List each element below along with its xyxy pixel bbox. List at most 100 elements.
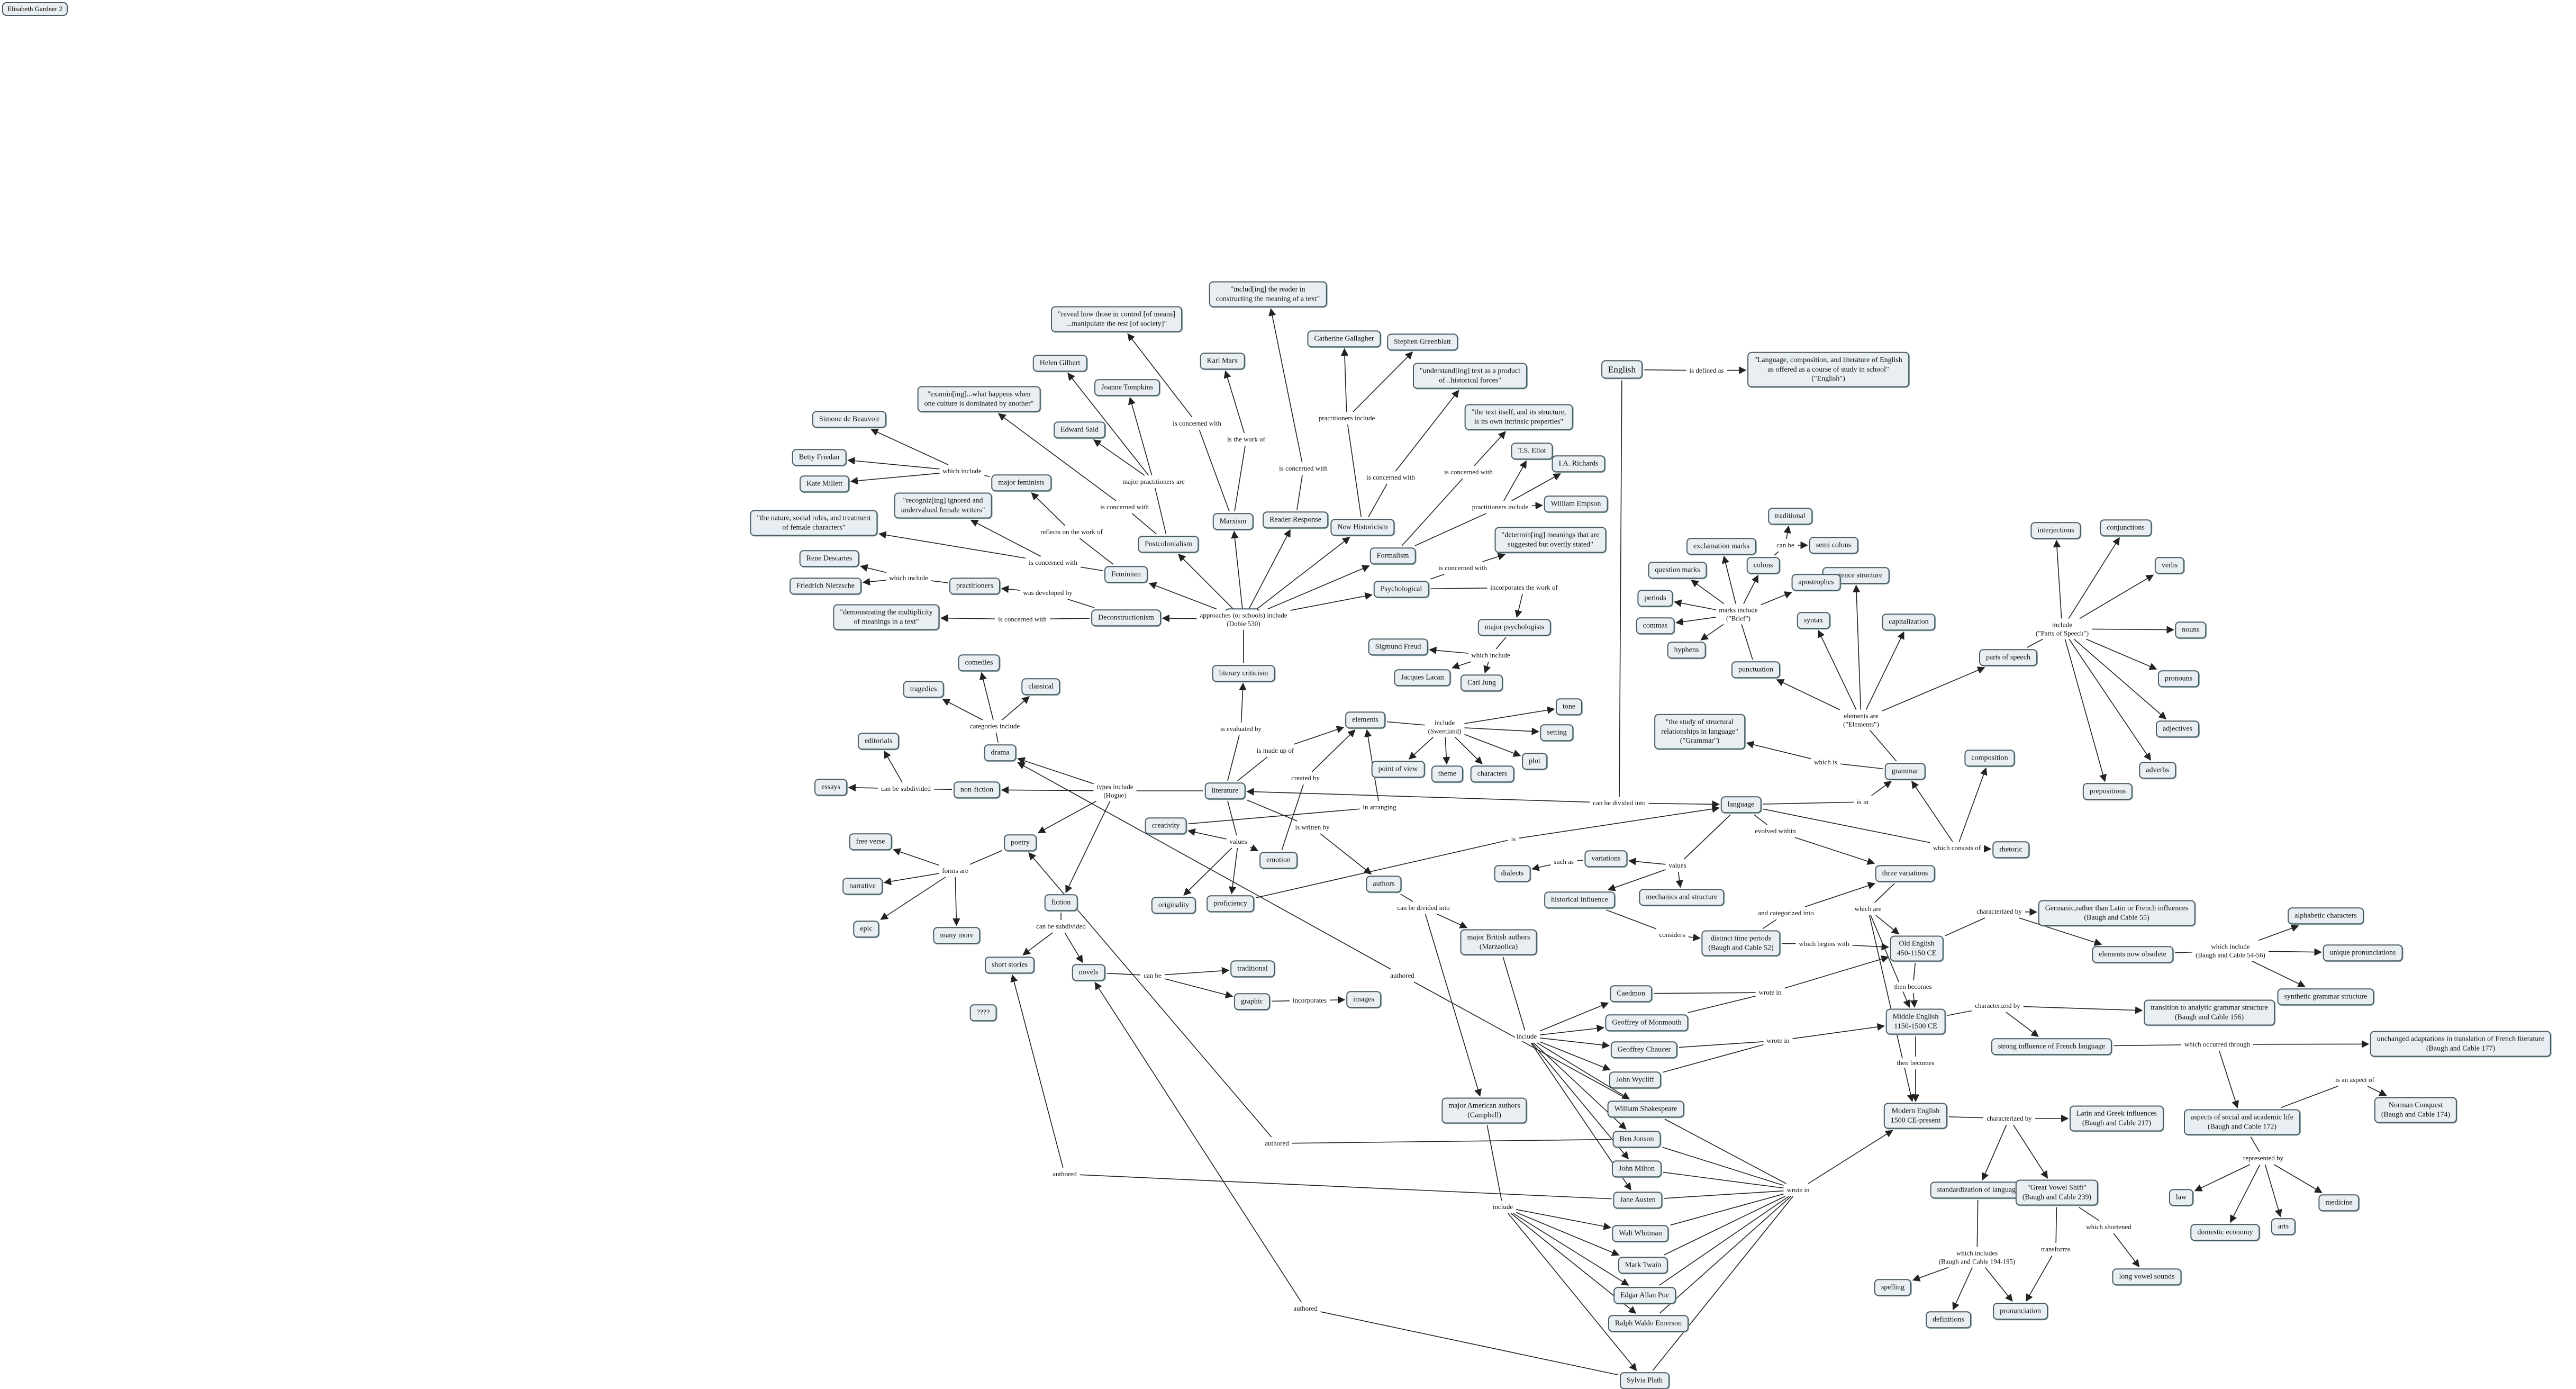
concept-proficiency[interactable]: proficiency: [1207, 895, 1254, 912]
concept-question-marks[interactable]: question marks: [1648, 562, 1707, 579]
concept-newhist-quote[interactable]: "understand[ing] text as a product of...…: [1413, 363, 1527, 389]
concept-hyphens[interactable]: hyphens: [1667, 642, 1706, 659]
concept-shakespeare[interactable]: William Shakespeare: [1608, 1101, 1684, 1117]
concept-modern-english[interactable]: Modern English 1500 CE-present: [1884, 1103, 1947, 1129]
concept-composition[interactable]: composition: [1964, 750, 2015, 766]
concept-setting[interactable]: setting: [1540, 724, 1573, 741]
concept-literature[interactable]: literature: [1205, 782, 1246, 799]
concept-prepositions[interactable]: prepositions: [2083, 783, 2133, 800]
concept-pronunciation[interactable]: pronunciation: [1993, 1303, 2048, 1320]
concept-free-verse[interactable]: free verse: [849, 833, 892, 850]
concept-parts-of-speech[interactable]: parts of speech: [1979, 649, 2037, 666]
concept-ben-jonson[interactable]: Ben Jonson: [1613, 1131, 1661, 1148]
concept-major-british[interactable]: major British authors (Marzaolica): [1461, 930, 1537, 955]
concept-geoffrey-monmouth[interactable]: Geoffrey of Monmouth: [1605, 1014, 1688, 1031]
concept-catherine-gallagher[interactable]: Catherine Gallagher: [1307, 330, 1381, 347]
concept-emotion[interactable]: emotion: [1259, 852, 1298, 869]
concept-punctuation[interactable]: punctuation: [1731, 661, 1780, 678]
concept-caedmon[interactable]: Caedmon: [1610, 985, 1652, 1002]
concept-synthetic[interactable]: synthetic grammar structure: [2277, 988, 2374, 1005]
concept-creativity[interactable]: creativity: [1145, 817, 1187, 834]
concept-norman-conquest[interactable]: Norman Conquest (Baugh and Cable 174): [2374, 1097, 2457, 1123]
concept-ralph-emerson[interactable]: Ralph Waldo Emerson: [1608, 1315, 1689, 1332]
concept-reader-quote[interactable]: "includ[ing] the reader in constructing …: [1209, 282, 1327, 308]
concept-old-english[interactable]: Old English 450-1150 CE: [1890, 936, 1944, 962]
concept-deconstructionism[interactable]: Deconstructionism: [1091, 609, 1161, 626]
concept-apostrophes[interactable]: apostrophes: [1792, 574, 1841, 591]
concept-drama[interactable]: drama: [984, 744, 1017, 761]
concept-unique-pron[interactable]: unique pronunciations: [2323, 944, 2403, 961]
concept-elements-obsolete[interactable]: elements now obsolete: [2092, 946, 2173, 963]
concept-elements[interactable]: elements: [1345, 711, 1385, 728]
concept-psych-quote[interactable]: "determin[ing] meanings that are suggest…: [1495, 527, 1607, 553]
concept-medicine[interactable]: medicine: [2318, 1194, 2359, 1211]
concept-literary-criticism[interactable]: literary criticism: [1212, 665, 1275, 682]
concept-rhetoric[interactable]: rhetoric: [1992, 841, 2029, 858]
concept-germanic[interactable]: Germanic,rather than Latin or French inf…: [2038, 900, 2196, 926]
concept-mechanics-structure[interactable]: mechanics and structure: [1639, 889, 1724, 906]
concept-images[interactable]: images: [1346, 991, 1381, 1008]
concept-historical-influence[interactable]: historical influence: [1544, 891, 1615, 908]
concept-arts[interactable]: arts: [2271, 1218, 2296, 1235]
concept-spelling[interactable]: spelling: [1874, 1279, 1911, 1296]
concept-edgar-allan-poe[interactable]: Edgar Allan Poe: [1613, 1287, 1676, 1304]
concept-adverbs[interactable]: adverbs: [2139, 762, 2176, 779]
concept-domestic-economy[interactable]: domestic economy: [2190, 1224, 2260, 1241]
concept-john-wycliff[interactable]: John Wycliff: [1609, 1071, 1661, 1088]
concept-novels[interactable]: novels: [1072, 964, 1105, 981]
concept-formal-quote[interactable]: "the text itself, and its structure, is …: [1465, 404, 1573, 430]
concept-nouns[interactable]: nouns: [2175, 621, 2206, 638]
concept-fiction[interactable]: fiction: [1045, 894, 1078, 911]
concept-syntax[interactable]: syntax: [1797, 612, 1830, 629]
concept-psychological[interactable]: Psychological: [1374, 581, 1429, 598]
concept-classical[interactable]: classical: [1021, 678, 1060, 695]
concept-english[interactable]: English: [1601, 360, 1643, 378]
concept-demonstrating-quote[interactable]: "demonstrating the multiplicity of meani…: [833, 605, 939, 630]
concept-strong-french[interactable]: strong influence of French language: [1991, 1038, 2112, 1055]
concept-essays[interactable]: essays: [814, 779, 847, 796]
concept-law[interactable]: law: [2169, 1189, 2193, 1206]
concept-comedies[interactable]: comedies: [958, 654, 1000, 671]
concept-jane-austen[interactable]: Jane Austen: [1613, 1192, 1662, 1208]
concept-capitalization[interactable]: capitalization: [1882, 614, 1935, 630]
concept-helen-gilbert[interactable]: Helen Gilbert: [1033, 355, 1087, 372]
concept-exclamation-marks[interactable]: exclamation marks: [1686, 538, 1756, 555]
concept-postcolonialism[interactable]: Postcolonialism: [1138, 536, 1199, 553]
concept-traditional-punct[interactable]: traditional: [1768, 508, 1812, 525]
concept-standardization[interactable]: standardization of language: [1930, 1181, 2026, 1198]
concept-language[interactable]: language: [1721, 796, 1762, 813]
concept-stephen-greenblatt[interactable]: Stephen Greenblatt: [1387, 333, 1458, 350]
concept-epic[interactable]: epic: [853, 921, 879, 937]
concept-pronouns[interactable]: pronouns: [2158, 670, 2199, 687]
concept-feminism[interactable]: Feminism: [1104, 566, 1148, 583]
concept-qqqq[interactable]: ????: [970, 1004, 997, 1021]
concept-verbs[interactable]: verbs: [2155, 557, 2184, 574]
concept-colons[interactable]: colons: [1747, 557, 1780, 574]
concept-major-american[interactable]: major American authors (Campbell): [1441, 1098, 1527, 1124]
concept-semi-colons[interactable]: semi colons: [1809, 537, 1858, 554]
concept-ts-eliot[interactable]: T.S. Eliot: [1511, 443, 1553, 459]
concept-ia-richards[interactable]: I.A. Richards: [1552, 455, 1605, 472]
concept-new-historicism[interactable]: New Historicism: [1330, 519, 1394, 536]
concept-authors[interactable]: authors: [1366, 876, 1401, 892]
concept-tragedies[interactable]: tragedies: [903, 681, 944, 698]
concept-postcol-quote[interactable]: "reveal how those in control [of means] …: [1051, 306, 1182, 332]
concept-aspects-social[interactable]: aspects of social and academic life (Bau…: [2184, 1110, 2300, 1135]
concept-marxism[interactable]: Marxism: [1213, 513, 1254, 530]
concept-narrative[interactable]: narrative: [842, 878, 883, 895]
concept-practitioners[interactable]: practitioners: [949, 578, 1000, 594]
concept-rene-descartes[interactable]: Rene Descartes: [800, 550, 859, 567]
concept-alphabetic[interactable]: alphabetic characters: [2288, 907, 2364, 924]
concept-betty-friedan[interactable]: Betty Friedan: [792, 449, 847, 466]
concept-three-variations[interactable]: three variations: [1875, 865, 1935, 882]
concept-originality[interactable]: originality: [1151, 897, 1196, 914]
concept-walt-whitman[interactable]: Walt Whitman: [1612, 1225, 1668, 1242]
concept-friedrich-nietzsche[interactable]: Friedrich Nietzsche: [790, 578, 861, 594]
concept-sigmund-freud[interactable]: Sigmund Freud: [1368, 638, 1428, 655]
concept-reader-response[interactable]: Reader-Response: [1263, 511, 1328, 528]
concept-english-def[interactable]: "Language, composition, and literature o…: [1747, 352, 1909, 387]
concept-joanne-tompkins[interactable]: Joanne Tompkins: [1094, 379, 1160, 396]
concept-definitions[interactable]: definitions: [1926, 1311, 1971, 1328]
concept-many-more[interactable]: many more: [933, 927, 980, 944]
concept-editorials[interactable]: editorials: [858, 733, 899, 750]
